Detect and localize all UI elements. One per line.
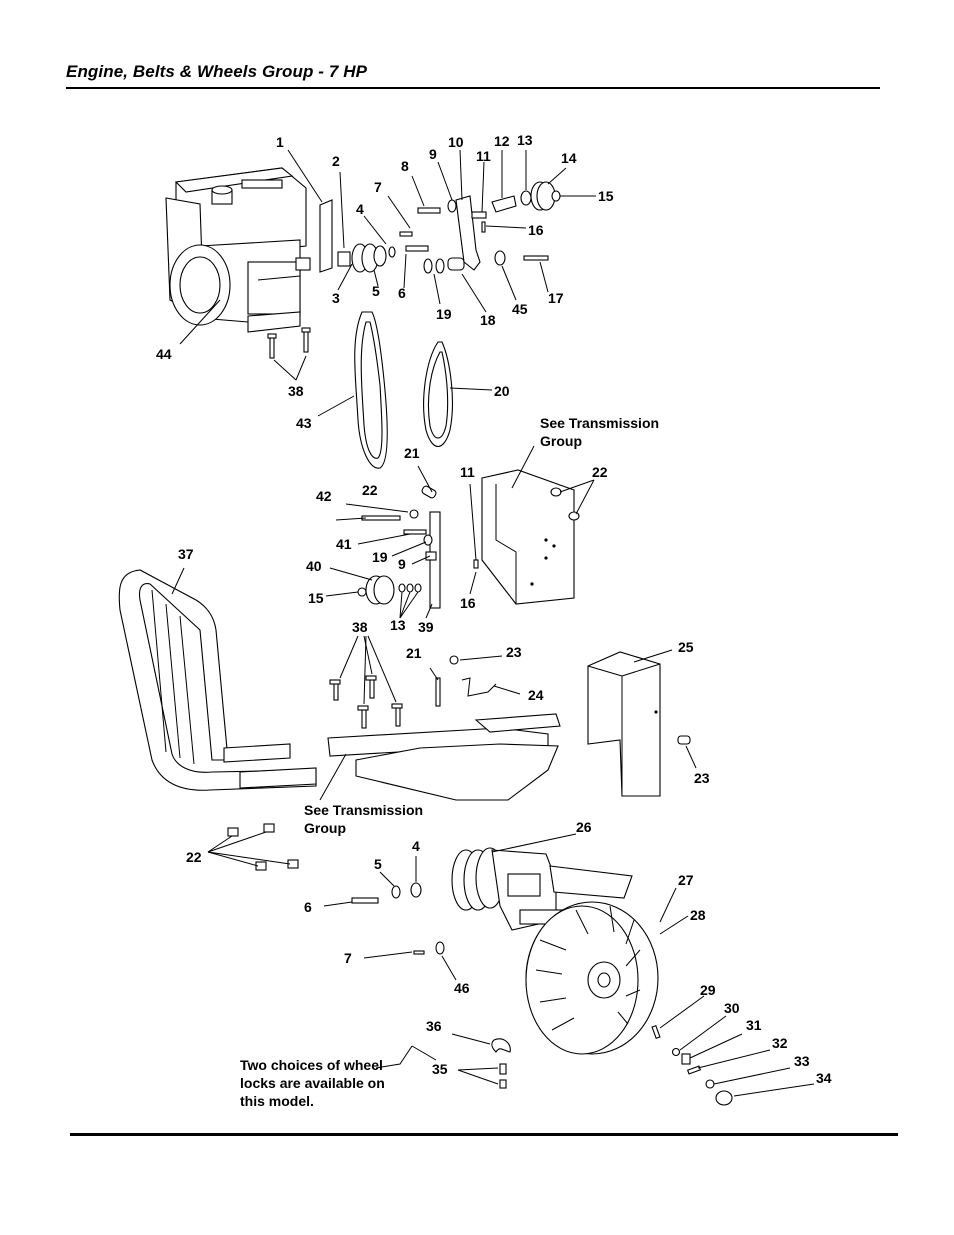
callout-31: 31: [746, 1017, 762, 1033]
callout-35: 35: [432, 1061, 448, 1077]
callout-21: 21: [404, 445, 420, 461]
note-wheel-locks-line2: locks are available on: [240, 1075, 385, 1091]
leader-lines: [171, 149, 815, 1097]
callout-4: 4: [356, 201, 364, 217]
callout-9: 9: [429, 146, 437, 162]
footer-divider: [70, 1133, 898, 1136]
callout-11-lower: 11: [460, 464, 475, 480]
callout-8: 8: [401, 158, 409, 174]
callout-7-lower: 7: [344, 950, 352, 966]
callout-1: 1: [276, 134, 284, 150]
callout-28: 28: [690, 907, 706, 923]
callout-4-lower: 4: [412, 838, 420, 854]
transmission-housing-upper: [481, 469, 580, 605]
callout-21-lower: 21: [406, 645, 422, 661]
callout-5: 5: [372, 283, 380, 299]
note-wheel-locks-line3: this model.: [240, 1093, 314, 1109]
front-bumper: [118, 569, 317, 791]
callout-13: 13: [517, 132, 533, 148]
callout-15-idler: 15: [308, 590, 324, 606]
callout-12: 12: [494, 133, 510, 149]
callout-29: 29: [700, 982, 716, 998]
drive-belts: [354, 311, 453, 469]
callout-27: 27: [678, 872, 694, 888]
mounting-plates: [327, 655, 561, 801]
callout-38: 38: [288, 383, 304, 399]
wheel-and-tire: [525, 901, 659, 1055]
callout-23: 23: [506, 644, 522, 660]
callout-19-idler: 19: [372, 549, 388, 565]
callout-16: 16: [528, 222, 544, 238]
callout-6-lower: 6: [304, 899, 312, 915]
callout-38-lower: 38: [352, 619, 368, 635]
callout-22-lower: 22: [186, 849, 202, 865]
callout-2: 2: [332, 153, 340, 169]
note-see-transmission-mid-line2: Group: [304, 820, 346, 836]
callout-10: 10: [448, 134, 464, 150]
callout-14: 14: [561, 150, 577, 166]
callout-18: 18: [480, 312, 496, 328]
callout-37: 37: [178, 546, 194, 562]
callout-45: 45: [512, 301, 528, 317]
callout-17: 17: [548, 290, 564, 306]
callout-36: 36: [426, 1018, 442, 1034]
hex-nuts: [227, 823, 299, 871]
callout-16-lower: 16: [460, 595, 476, 611]
note-see-transmission-mid-line1: See Transmission: [304, 802, 423, 818]
note-wheel-locks-line1: Two choices of wheel: [240, 1057, 383, 1073]
callout-39: 39: [418, 619, 434, 635]
axle-hardware: [351, 882, 445, 955]
callout-7: 7: [374, 179, 382, 195]
diagram-notes: See Transmission Group See Transmission …: [240, 415, 659, 1109]
engine-bolts: [267, 327, 311, 359]
callout-44: 44: [156, 346, 172, 362]
callout-34: 34: [816, 1070, 832, 1086]
callout-11: 11: [476, 148, 491, 164]
belt-cover: [587, 651, 691, 797]
callout-3: 3: [332, 290, 340, 306]
callout-6: 6: [398, 285, 406, 301]
callout-9-idler: 9: [398, 556, 406, 572]
callout-42: 42: [316, 488, 332, 504]
page-title: Engine, Belts & Wheels Group - 7 HP: [66, 62, 368, 81]
callout-24: 24: [528, 687, 544, 703]
callout-40: 40: [306, 558, 322, 574]
callout-32: 32: [772, 1035, 788, 1051]
callout-19: 19: [436, 306, 452, 322]
callout-20: 20: [494, 383, 510, 399]
callout-numbers: 1 2 3 4 5 6 7 8 9 10 11 12 13 14 15 16 1…: [156, 132, 832, 1086]
callout-13-idler: 13: [390, 617, 406, 633]
callout-22-idler: 22: [362, 482, 378, 498]
callout-26: 26: [576, 819, 592, 835]
callout-46: 46: [454, 980, 470, 996]
upper-pulley-assembly: [319, 181, 561, 274]
callout-30: 30: [724, 1000, 740, 1016]
callout-33: 33: [794, 1053, 810, 1069]
callout-25: 25: [678, 639, 694, 655]
wheel-lock-hardware: [491, 1024, 733, 1106]
note-see-transmission-top-line2: Group: [540, 433, 582, 449]
callout-5-lower: 5: [374, 856, 382, 872]
callout-23-cover: 23: [694, 770, 710, 786]
callout-43: 43: [296, 415, 312, 431]
note-see-transmission-top-line1: See Transmission: [540, 415, 659, 431]
callout-41: 41: [336, 536, 352, 552]
callout-22: 22: [592, 464, 608, 480]
engine-illustration: [165, 167, 311, 333]
callout-15: 15: [598, 188, 614, 204]
idler-assembly: [357, 485, 479, 609]
title-divider: [66, 87, 880, 89]
